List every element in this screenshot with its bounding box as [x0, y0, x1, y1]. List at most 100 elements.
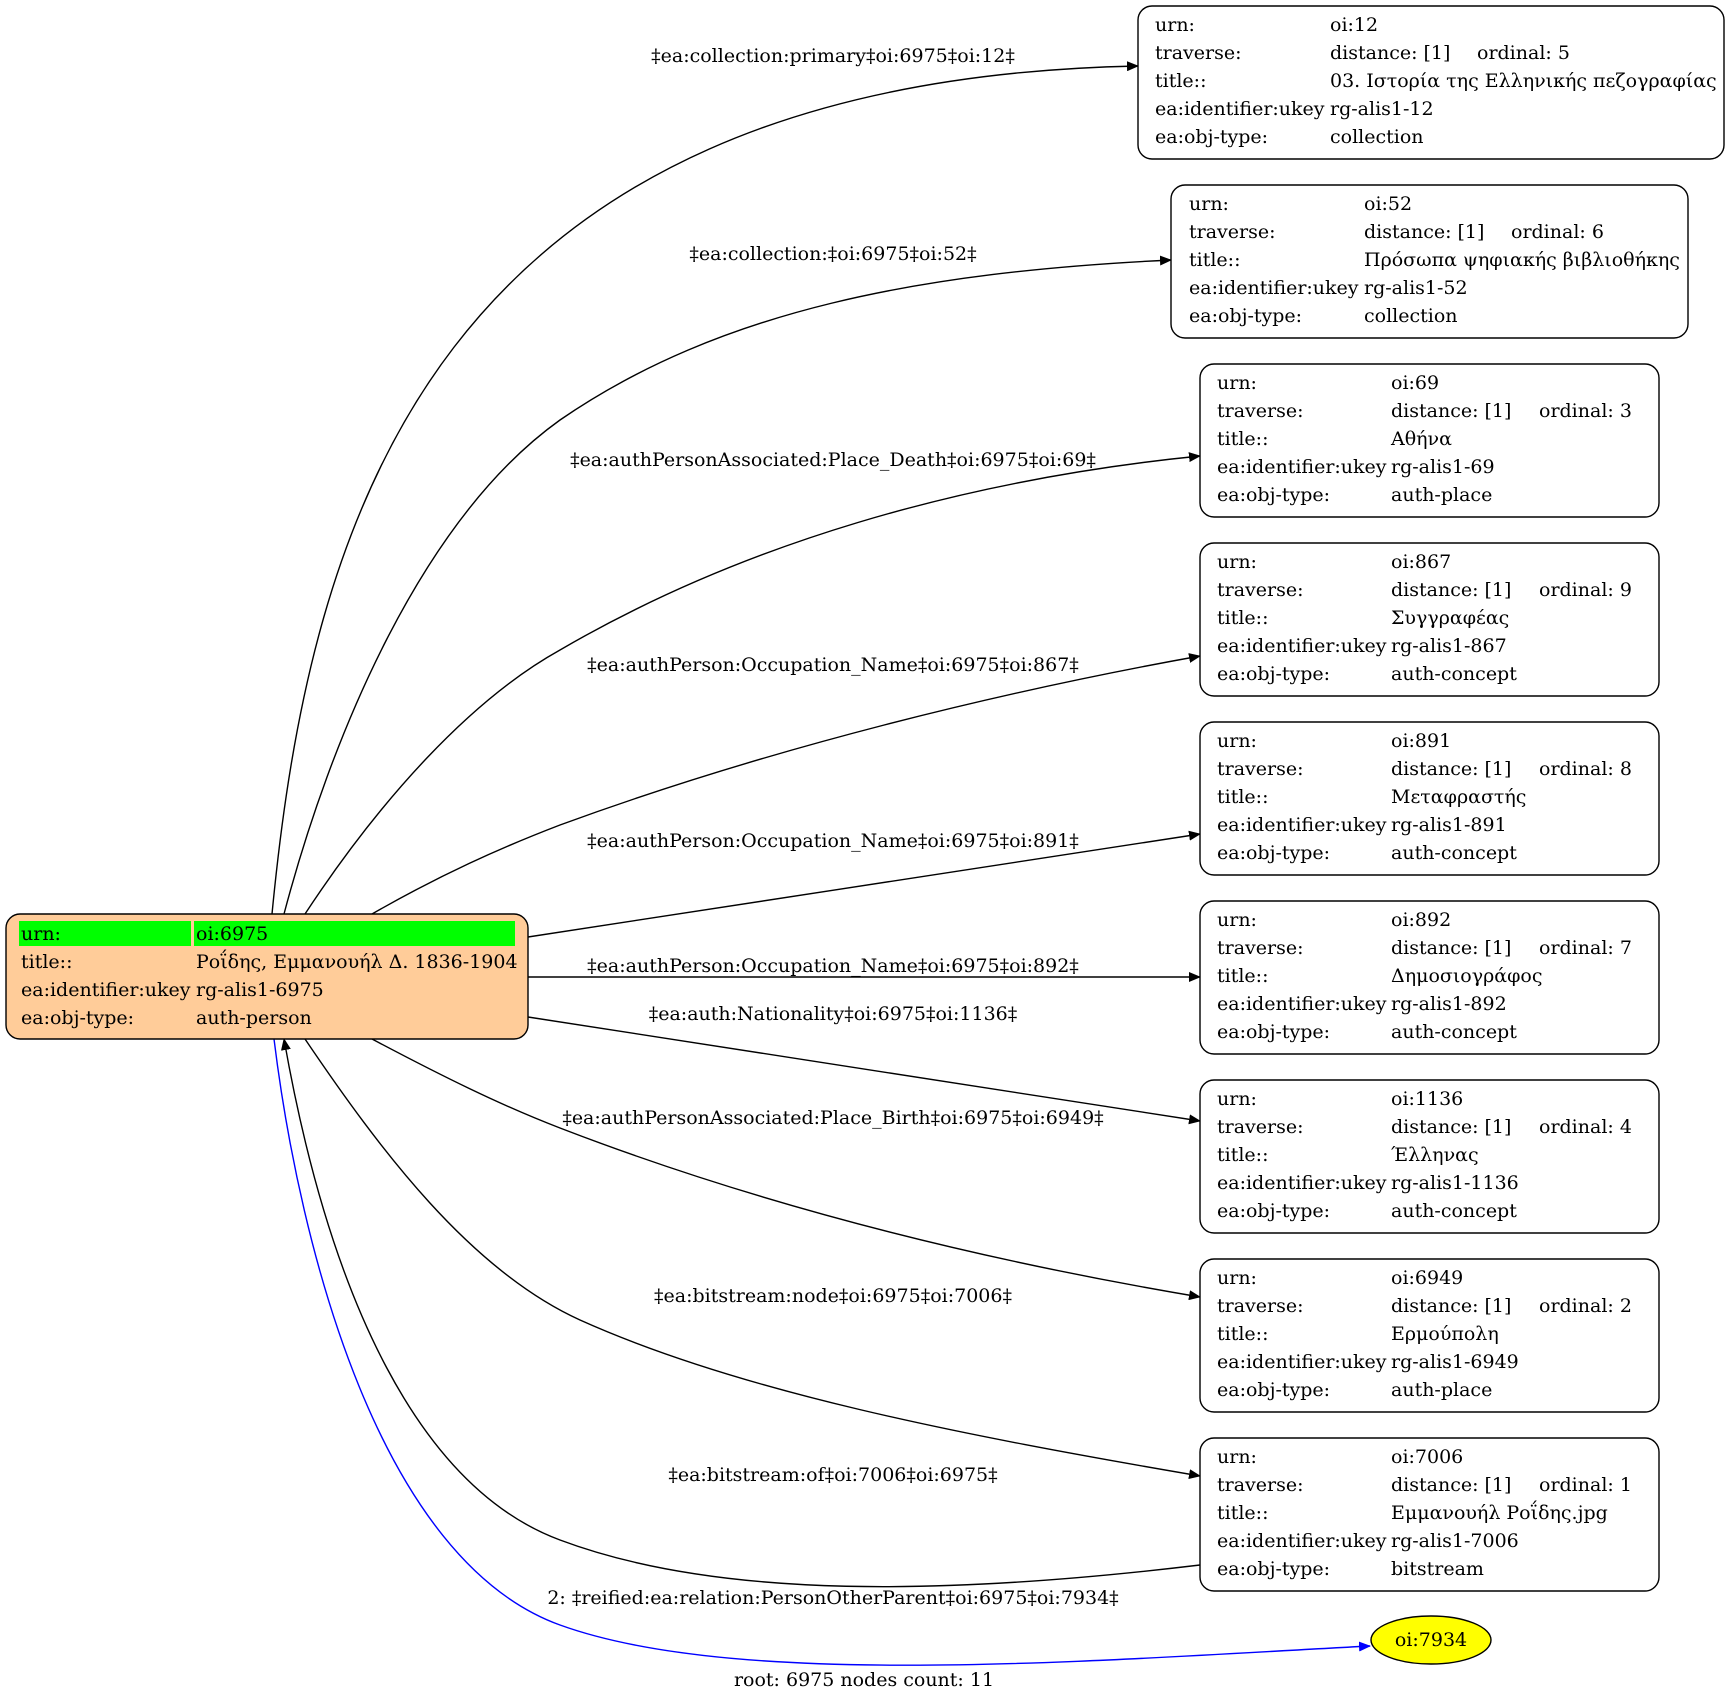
node-key-traverse: traverse:	[1217, 579, 1304, 601]
node-value-ordinal: ordinal: 2	[1539, 1295, 1632, 1317]
node-box	[1199, 1437, 1660, 1592]
node-key-ukey: ea:identifier:ukey	[1217, 1351, 1387, 1373]
root-key-type: ea:obj-type:	[21, 1007, 134, 1029]
node-key-type: ea:obj-type:	[1217, 1379, 1330, 1401]
node-key-title: title::	[1217, 1144, 1268, 1166]
node-oi-891[interactable]: urn:traverse:title::ea:identifier:ukeyea…	[1199, 721, 1660, 876]
node-key-title: title::	[1217, 965, 1268, 987]
root-key-urn: urn:	[21, 923, 61, 945]
edge-to-oi-52[interactable]	[283, 255, 1172, 915]
node-value-title: Συγγραφέας	[1391, 607, 1509, 629]
edge-to-oi-12[interactable]	[271, 61, 1139, 915]
node-key-traverse: traverse:	[1155, 42, 1242, 64]
edge-label: ‡ea:authPerson:Occupation_Name‡oi:6975‡o…	[587, 830, 1079, 852]
edges-group	[271, 61, 1371, 1666]
node-oi-1136[interactable]: urn:traverse:title::ea:identifier:ukeyea…	[1199, 1079, 1660, 1234]
node-key-title: title::	[1217, 1323, 1268, 1345]
node-value-title: Έλληνας	[1391, 1144, 1479, 1166]
node-value-urn: oi:69	[1391, 372, 1439, 394]
node-key-traverse: traverse:	[1189, 221, 1276, 243]
node-key-type: ea:obj-type:	[1217, 842, 1330, 864]
node-box	[1137, 5, 1725, 160]
node-oi-7006[interactable]: urn:traverse:title::ea:identifier:ukeyea…	[1199, 1437, 1660, 1592]
node-key-ukey: ea:identifier:ukey	[1189, 277, 1359, 299]
edge-to-oi-69[interactable]	[304, 452, 1201, 915]
node-value-distance: distance: [1]	[1391, 937, 1511, 959]
node-key-type: ea:obj-type:	[1217, 1200, 1330, 1222]
edge-to-oi-867[interactable]	[371, 653, 1201, 915]
node-value-distance: distance: [1]	[1391, 1295, 1511, 1317]
node-box	[1199, 721, 1660, 876]
node-value-ordinal: ordinal: 4	[1539, 1116, 1632, 1138]
node-oi-69[interactable]: urn:traverse:title::ea:identifier:ukeyea…	[1199, 363, 1660, 518]
edge-label: ‡ea:bitstream:of‡oi:7006‡oi:6975‡	[668, 1464, 997, 1486]
node-key-title: title::	[1217, 428, 1268, 450]
node-value-distance: distance: [1]	[1391, 758, 1511, 780]
node-value-ukey: rg-alis1-52	[1364, 277, 1468, 299]
node-key-ukey: ea:identifier:ukey	[1217, 1530, 1387, 1552]
node-value-ukey: rg-alis1-6949	[1391, 1351, 1519, 1373]
edge-label: 2: ‡reified:ea:relation:PersonOtherParen…	[547, 1587, 1118, 1609]
edge-from-oi-7006[interactable]	[280, 1038, 1201, 1588]
node-oi-12[interactable]: urn:traverse:title::ea:identifier:ukeyea…	[1137, 5, 1725, 160]
node-value-ordinal: ordinal: 9	[1539, 579, 1632, 601]
edge-label: ‡ea:authPerson:Occupation_Name‡oi:6975‡o…	[587, 654, 1079, 676]
node-key-urn: urn:	[1217, 1088, 1257, 1110]
node-value-ukey: rg-alis1-867	[1391, 635, 1507, 657]
node-value-type: bitstream	[1391, 1558, 1484, 1580]
node-value-urn: oi:891	[1391, 730, 1451, 752]
node-key-title: title::	[1189, 249, 1240, 271]
edge-to-oi-7934[interactable]	[273, 1038, 1371, 1666]
node-key-type: ea:obj-type:	[1217, 1021, 1330, 1043]
edge-label: ‡ea:authPerson:Occupation_Name‡oi:6975‡o…	[587, 955, 1079, 977]
node-value-type: auth-concept	[1391, 1200, 1517, 1222]
leaf-node-ellipse	[1370, 1615, 1492, 1665]
node-oi-6949[interactable]: urn:traverse:title::ea:identifier:ukeyea…	[1199, 1258, 1660, 1413]
node-value-title: Μεταφραστής	[1391, 786, 1526, 808]
node-key-traverse: traverse:	[1217, 1116, 1304, 1138]
node-key-type: ea:obj-type:	[1217, 663, 1330, 685]
node-box	[1199, 900, 1660, 1055]
node-key-urn: urn:	[1217, 372, 1257, 394]
node-value-ordinal: ordinal: 3	[1539, 400, 1632, 422]
node-value-type: collection	[1330, 126, 1424, 148]
root-value-type: auth-person	[196, 1007, 312, 1029]
node-key-traverse: traverse:	[1217, 937, 1304, 959]
node-value-urn: oi:867	[1391, 551, 1451, 573]
node-value-distance: distance: [1]	[1364, 221, 1484, 243]
node-key-title: title::	[1217, 607, 1268, 629]
edge-to-oi-7006[interactable]	[304, 1038, 1201, 1480]
leaf-node-oi-7934[interactable]: oi:7934	[1370, 1615, 1492, 1665]
node-box	[1199, 1079, 1660, 1234]
node-key-title: title::	[1155, 70, 1206, 92]
node-box	[1199, 1258, 1660, 1413]
edge-to-oi-1136[interactable]	[527, 1016, 1201, 1125]
node-key-type: ea:obj-type:	[1189, 305, 1302, 327]
node-value-ordinal: ordinal: 8	[1539, 758, 1632, 780]
node-value-ordinal: ordinal: 1	[1539, 1474, 1632, 1496]
graph-footer: root: 6975 nodes count: 11	[734, 1669, 994, 1691]
node-value-title: Πρόσωπα ψηφιακής βιβλιοθήκης	[1364, 249, 1680, 271]
node-value-urn: oi:52	[1364, 193, 1412, 215]
node-value-title: Αθήνα	[1390, 428, 1452, 450]
node-oi-52[interactable]: urn:traverse:title::ea:identifier:ukeyea…	[1170, 184, 1689, 339]
root-node-oi-6975[interactable]: urn: oi:6975 title:: Ροΐδης, Εμμανουήλ Δ…	[5, 913, 529, 1040]
root-highlight-key	[19, 921, 191, 946]
edge-to-oi-6949[interactable]	[371, 1038, 1201, 1301]
node-value-type: auth-concept	[1391, 663, 1517, 685]
node-oi-892[interactable]: urn:traverse:title::ea:identifier:ukeyea…	[1199, 900, 1660, 1055]
root-value-urn: oi:6975	[196, 923, 268, 945]
node-key-ukey: ea:identifier:ukey	[1217, 1172, 1387, 1194]
edge-label: ‡ea:collection:‡oi:6975‡oi:52‡	[689, 243, 976, 265]
node-value-ukey: rg-alis1-1136	[1391, 1172, 1519, 1194]
node-box	[1199, 363, 1660, 518]
node-value-ukey: rg-alis1-69	[1391, 456, 1495, 478]
node-key-traverse: traverse:	[1217, 758, 1304, 780]
node-value-distance: distance: [1]	[1391, 1474, 1511, 1496]
node-oi-867[interactable]: urn:traverse:title::ea:identifier:ukeyea…	[1199, 542, 1660, 697]
node-key-ukey: ea:identifier:ukey	[1217, 456, 1387, 478]
edge-label: ‡ea:collection:primary‡oi:6975‡oi:12‡	[651, 45, 1015, 67]
edge-to-oi-891[interactable]	[527, 830, 1201, 938]
node-key-traverse: traverse:	[1217, 1295, 1304, 1317]
